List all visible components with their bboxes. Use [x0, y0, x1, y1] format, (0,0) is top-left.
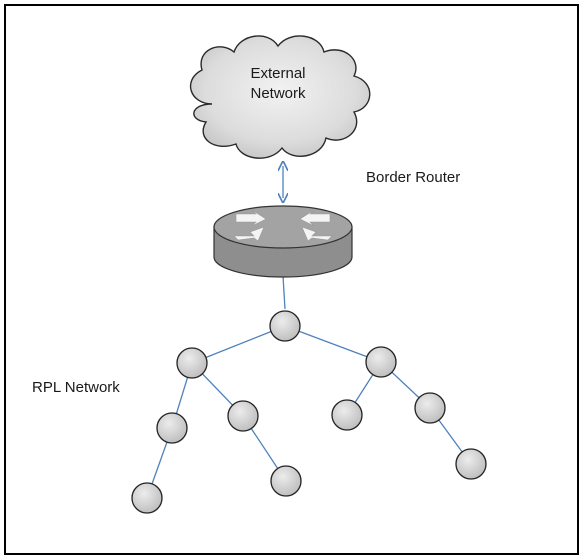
node-n1 — [176, 347, 208, 379]
cloud-icon — [189, 35, 371, 159]
external-network-label: External Network — [228, 64, 328, 105]
link-router-root — [282, 275, 286, 310]
rpl-links — [146, 275, 472, 499]
node-n1b — [227, 400, 259, 432]
node-n1a — [156, 412, 188, 444]
external-network-label-line1: External — [250, 65, 306, 82]
node-n2a — [331, 399, 363, 431]
router-icon — [213, 205, 353, 278]
node-n1b1 — [270, 465, 302, 497]
node-n2 — [365, 346, 397, 378]
rpl-network-label: RPL Network — [32, 379, 120, 396]
node-n2b — [414, 392, 446, 424]
link-root-n2 — [284, 325, 382, 363]
border-router-label: Border Router — [366, 169, 461, 186]
external-network-label-line2: Network — [250, 85, 306, 103]
link-root-n1 — [191, 325, 286, 364]
node-root — [269, 310, 301, 342]
node-n2b1 — [455, 448, 487, 480]
node-n1a1 — [131, 482, 163, 514]
rpl-nodes — [131, 310, 487, 514]
